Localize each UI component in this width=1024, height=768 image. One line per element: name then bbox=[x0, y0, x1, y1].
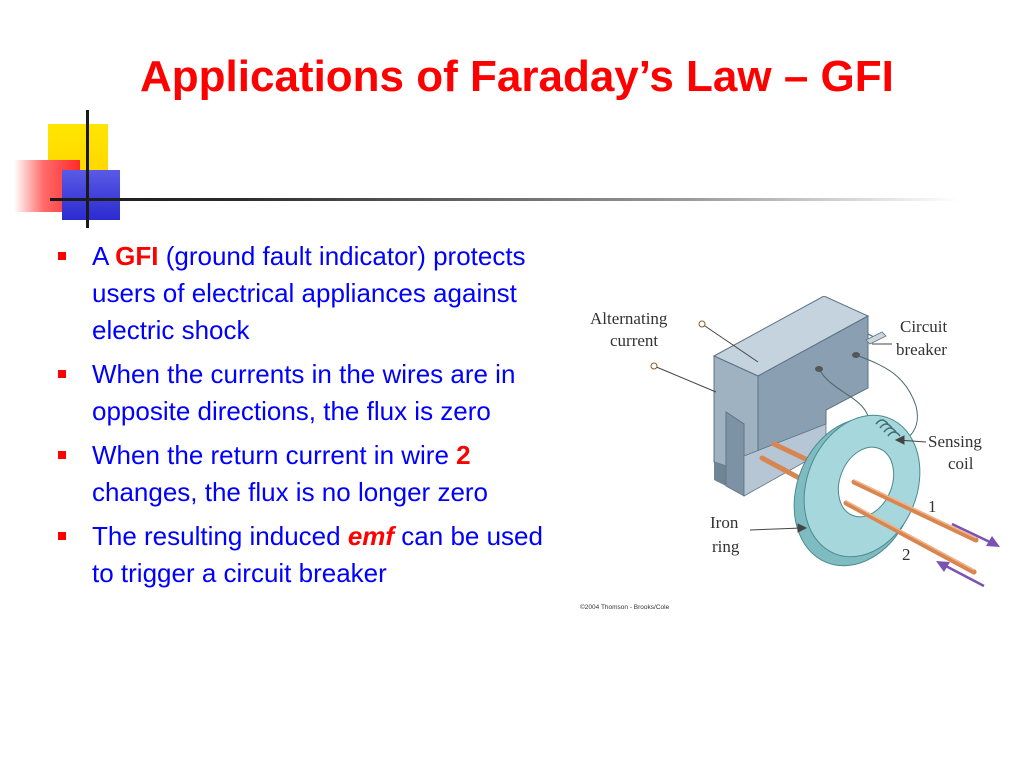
bullet-text: When the currents in the wires are in op… bbox=[92, 359, 516, 426]
bullet-item-gfi: A GFI (ground fault indicator) protects … bbox=[56, 238, 566, 349]
wire-front bbox=[843, 479, 979, 575]
iron-core bbox=[712, 296, 870, 497]
breaker-switch bbox=[865, 331, 887, 345]
title-underline bbox=[50, 198, 960, 201]
bullet-text: A bbox=[92, 241, 116, 271]
label-alternating-current: current bbox=[610, 331, 658, 350]
label-wire-1: 1 bbox=[928, 497, 937, 516]
bullet-square-icon bbox=[58, 532, 66, 540]
gfi-diagram: Alternating current Circuit breaker Sens… bbox=[576, 296, 1002, 616]
figure-copyright: ©2004 Thomson - Brooks/Cole bbox=[580, 603, 670, 611]
blue-square bbox=[62, 170, 120, 220]
bullet-square-icon bbox=[58, 451, 66, 459]
bullet-square-icon bbox=[58, 370, 66, 378]
label-circuit-breaker: breaker bbox=[896, 340, 947, 359]
bullet-list: A GFI (ground fault indicator) protects … bbox=[56, 238, 566, 599]
slide-title: Applications of Faraday’s Law – GFI bbox=[140, 52, 894, 101]
bullet-text: changes, the flux is no longer zero bbox=[92, 477, 489, 507]
label-sensing-coil: Sensing bbox=[928, 432, 982, 451]
bullet-text: The resulting induced bbox=[92, 521, 348, 551]
sensing-coil bbox=[875, 419, 901, 437]
label-iron-ring: ring bbox=[712, 537, 740, 556]
label-sensing-coil: coil bbox=[948, 454, 974, 473]
bullet-item-opposite: When the currents in the wires are in op… bbox=[56, 356, 566, 430]
leader-lines bbox=[650, 320, 927, 533]
label-circuit-breaker: Circuit bbox=[900, 317, 947, 336]
bullet-text: can be used to trigger a circuit breaker bbox=[92, 521, 543, 588]
title-decoration bbox=[0, 0, 160, 240]
label-wire-2: 2 bbox=[902, 545, 911, 564]
bullet-highlight: 2 bbox=[456, 440, 471, 470]
bullet-item-return: When the return current in wire 2 change… bbox=[56, 437, 566, 511]
bullet-highlight: emf bbox=[347, 521, 395, 551]
label-iron-ring: Iron bbox=[710, 513, 739, 532]
bullet-item-emf: The resulting induced emf can be used to… bbox=[56, 518, 566, 592]
vertical-rule bbox=[86, 110, 89, 228]
bullet-text: When the return current in wire bbox=[92, 440, 457, 470]
bullet-text: (ground fault indicator) protects users … bbox=[92, 241, 526, 345]
bullet-highlight: GFI bbox=[115, 241, 159, 271]
current-arrows bbox=[936, 522, 1000, 588]
bullet-square-icon bbox=[58, 252, 66, 260]
gfi-diagram-svg: Alternating current Circuit breaker Sens… bbox=[580, 296, 1000, 611]
label-alternating-current: Alternating bbox=[590, 309, 668, 328]
